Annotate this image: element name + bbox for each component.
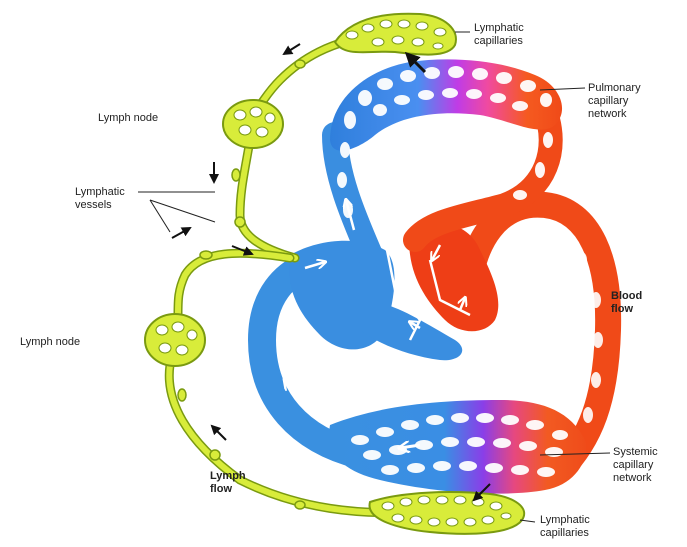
label-lymphatic-capillaries-top: Lymphatic capillaries — [474, 22, 524, 48]
label-systemic-capillary-network: Systemic capillary network — [613, 446, 658, 485]
heart — [289, 223, 498, 360]
label-pulmonary-capillary-network: Pulmonary capillary network — [588, 82, 641, 121]
label-lymph-flow: Lymph flow — [210, 470, 246, 496]
label-lymphatic-vessels: Lymphatic vessels — [75, 186, 125, 212]
lymph-node-bottom — [145, 314, 205, 366]
pulmonary-vein — [415, 110, 551, 240]
label-lymph-node-top: Lymph node — [98, 112, 158, 125]
label-blood-flow: Blood flow — [611, 290, 642, 316]
lymph-node-top — [223, 100, 283, 148]
lymphatic-capillaries-top — [335, 14, 456, 55]
pulmonary-circulation — [330, 59, 562, 255]
pulmonary-artery — [335, 135, 370, 255]
label-lymph-node-bottom: Lymph node — [20, 336, 80, 349]
label-lymphatic-capillaries-bottom: Lymphatic capillaries — [540, 514, 590, 540]
lymphatic-capillaries-bottom — [370, 492, 525, 534]
